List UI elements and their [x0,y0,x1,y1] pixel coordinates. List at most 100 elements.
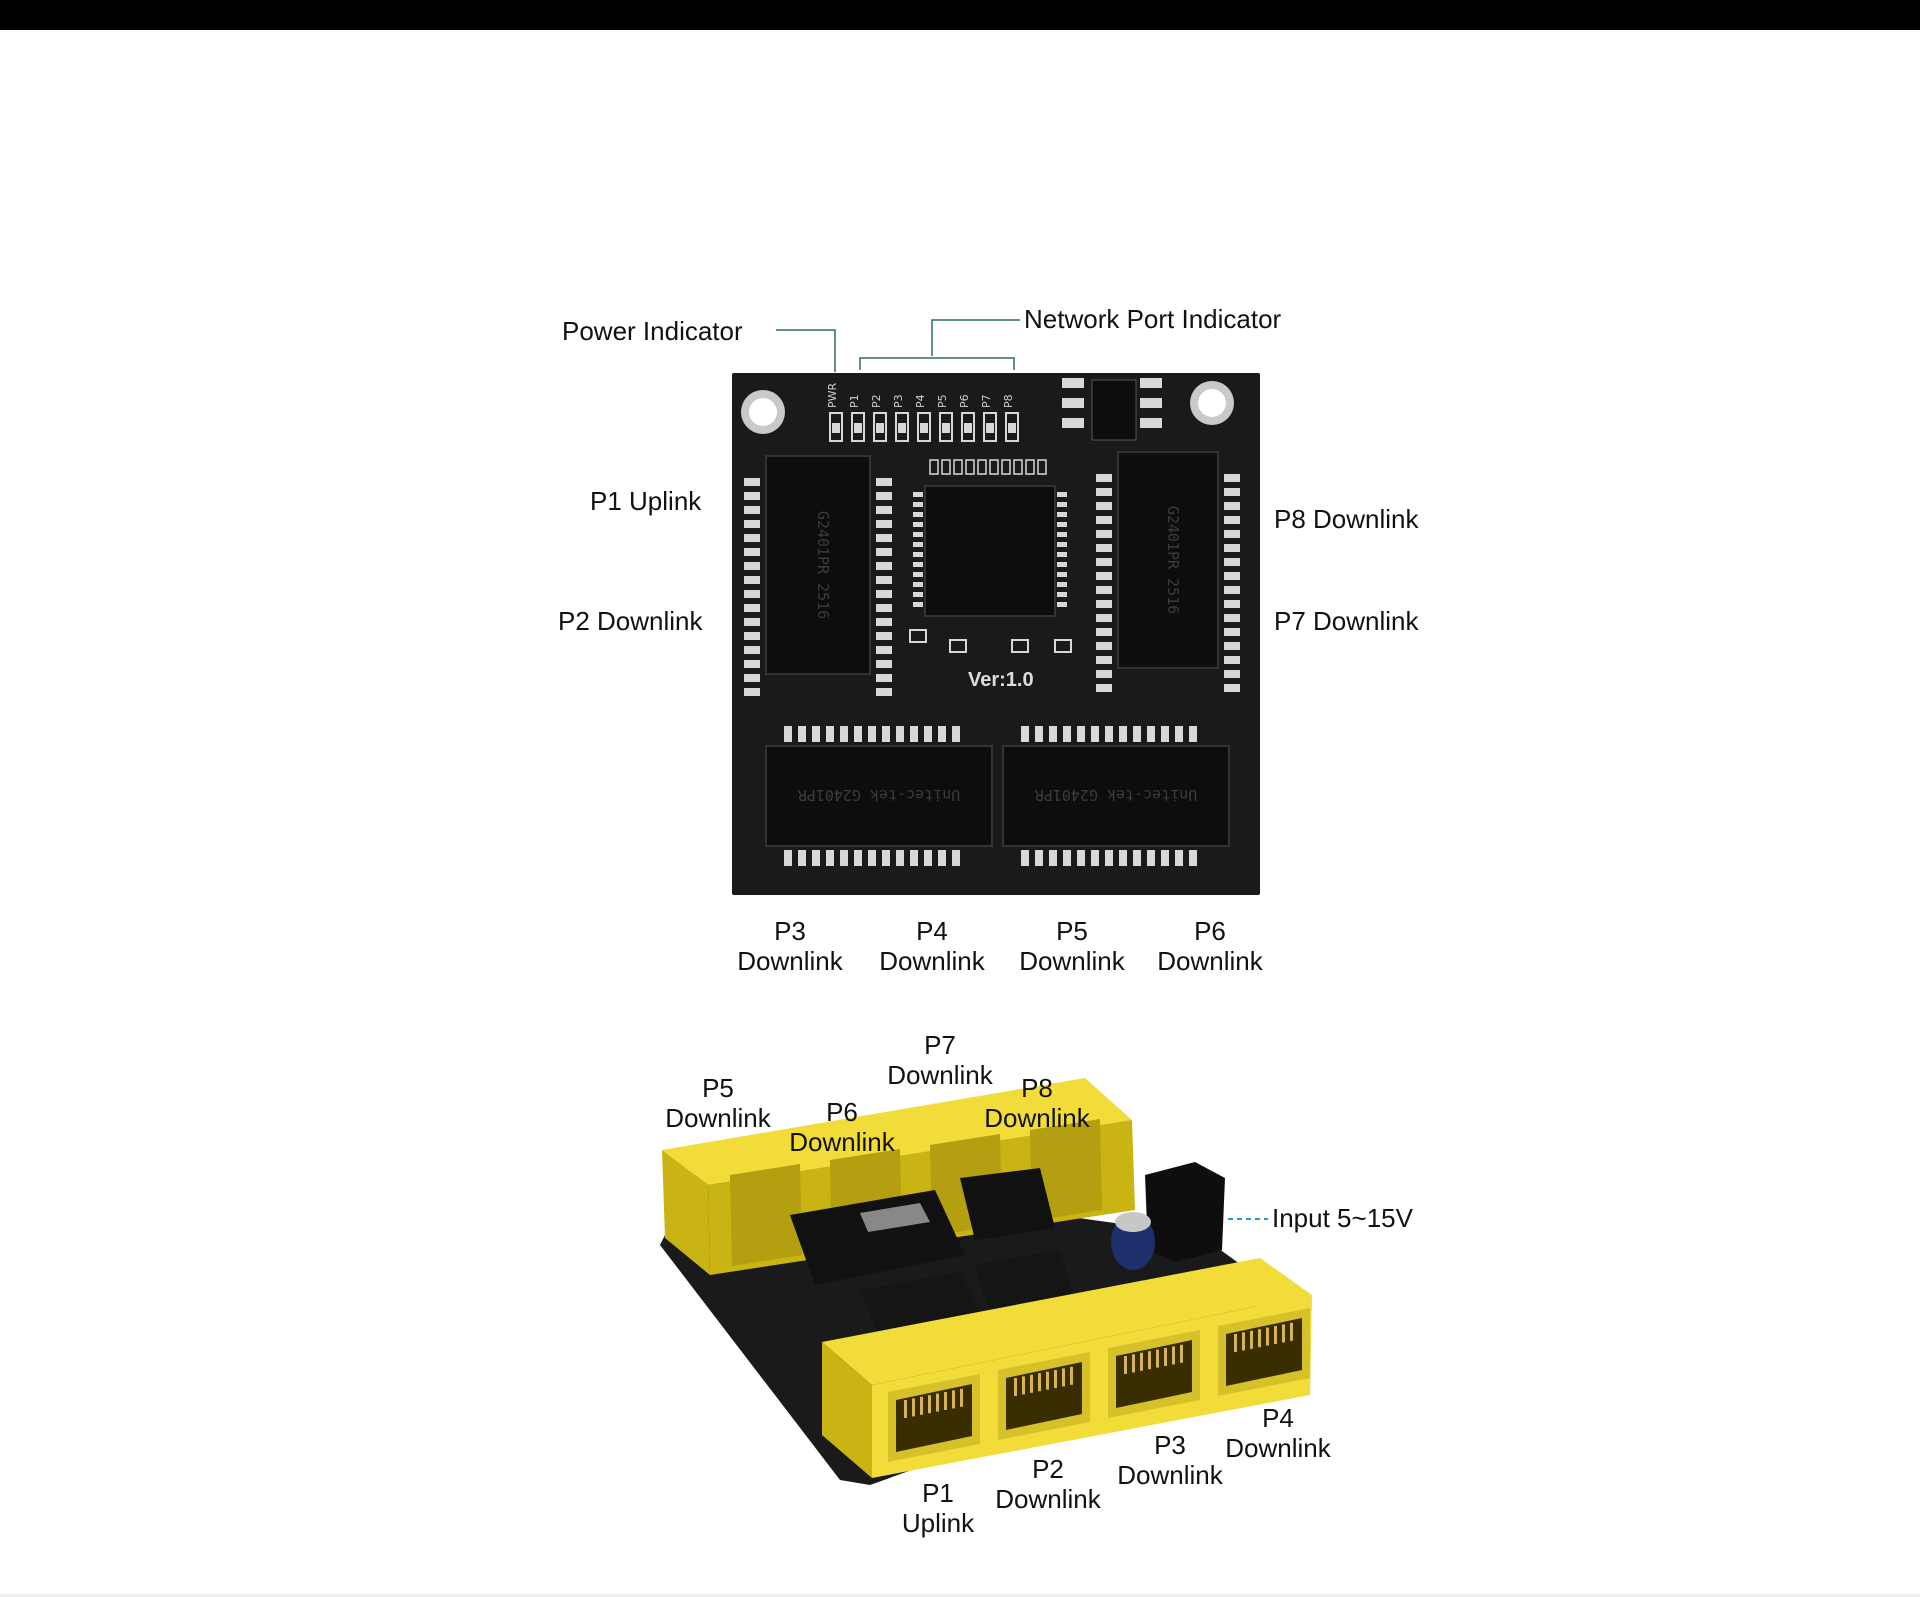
transformer-pin [924,726,932,742]
transformer-pin [826,850,834,866]
chip-pin [913,522,923,527]
front-jack-block [822,1258,1312,1478]
transformer-pin [876,646,892,654]
chip-pin [913,602,923,607]
transformer-pin [876,576,892,584]
led-p4 [917,412,931,442]
transformer-pin [744,660,760,668]
jack-contact [1164,1348,1167,1366]
transformer-pin [876,632,892,640]
transformer-pin [1224,530,1240,538]
chip-pin [1057,532,1067,537]
label-persp-p3-role: Downlink [1117,1460,1223,1490]
transformer-pin [840,850,848,866]
transformer-pin [876,590,892,598]
label-persp-p8: P8 Downlink [977,1073,1097,1133]
smd-resistor [989,459,999,475]
led-label: P2 [870,394,883,408]
chip-pin [913,502,923,507]
transformer-pin [826,726,834,742]
transformer-p5-p6: Unitec-tek G2401PR [1002,726,1230,866]
smd-resistor [1001,459,1011,475]
label-p4-downlink: P4 Downlink [872,916,992,976]
led-label: P1 [848,394,861,408]
jack-contact [1140,1352,1143,1371]
transformer-pin [876,520,892,528]
transformer-pin [876,674,892,682]
transformer-pin [876,548,892,556]
transformer-p7-p8: G2401PR 2516 [1096,451,1240,692]
transformer-marking: Unitec-tek G2401PR [1034,786,1198,804]
transformer-pin [876,562,892,570]
transformer-pin [744,632,760,640]
transformer-pin [1091,726,1099,742]
network-indicator-leader [859,319,1020,370]
transformer-pin [1105,726,1113,742]
chip-pin [1057,582,1067,587]
transformer-pin [1077,726,1085,742]
label-persp-p6-role: Downlink [789,1127,895,1157]
jack-contact [1266,1327,1269,1346]
transformer-pin [1096,558,1112,566]
label-persp-p6: P6 Downlink [782,1097,902,1157]
transformer-pin [938,726,946,742]
transformer-pin [876,478,892,486]
jack-contact [928,1395,931,1414]
transformer-pin [924,850,932,866]
transformer-pin [1224,586,1240,594]
regulator-ic [1091,379,1137,441]
transformer-pin [1035,850,1043,866]
led-p7 [983,412,997,442]
transformer-pin [784,850,792,866]
chip-pin [913,592,923,597]
label-p6-downlink: P6 Downlink [1150,916,1270,976]
transformer-pin [1224,656,1240,664]
jack-contact [1250,1330,1253,1349]
jack-contact [1282,1324,1285,1343]
smd-resistor [929,459,939,475]
jack-contact [1132,1354,1135,1373]
transformer-pin [1021,850,1029,866]
bottom-rule [0,1594,1920,1597]
transformer-pin [1224,488,1240,496]
transformer-pin [1096,586,1112,594]
label-p3-role: Downlink [737,946,843,976]
transformer-pin [784,726,792,742]
transformer-pin [1096,628,1112,636]
jack-contact [1070,1366,1073,1385]
jack-contact [960,1388,963,1407]
jack-contact [1180,1344,1183,1363]
led-pad [986,423,994,433]
transformer-pin [876,660,892,668]
transformer-pin [1147,850,1155,866]
chip-pin [913,532,923,537]
transformer-pin [1096,530,1112,538]
small-components [909,378,1162,653]
chip-pin [913,582,923,587]
led-pad [854,423,862,433]
transformer-pin [744,618,760,626]
label-persp-p2-role: Downlink [995,1484,1101,1514]
transformer-pin [1147,726,1155,742]
jack-contact [944,1392,947,1410]
transformer-pin [1077,850,1085,866]
transformer-pin [1096,684,1112,692]
label-persp-p7-role: Downlink [887,1060,993,1090]
smd-cap [1011,639,1029,653]
transformer-marking: Unitec-tek G2401PR [797,786,961,804]
transformer-pin [1224,516,1240,524]
transformer-pin [1096,488,1112,496]
jack-contact [1242,1332,1245,1351]
jack-contact [1258,1329,1261,1348]
label-persp-p4-role: Downlink [1225,1433,1331,1463]
transformer-pin [1049,726,1057,742]
transformer-pin [1035,726,1043,742]
jack-contact [1124,1356,1127,1374]
chip-pin [913,562,923,567]
led-p6 [961,412,975,442]
jack-contact [1148,1351,1151,1370]
transformer-pin [1096,572,1112,580]
smd-resistor [953,459,963,475]
smd-pad [1062,418,1084,428]
